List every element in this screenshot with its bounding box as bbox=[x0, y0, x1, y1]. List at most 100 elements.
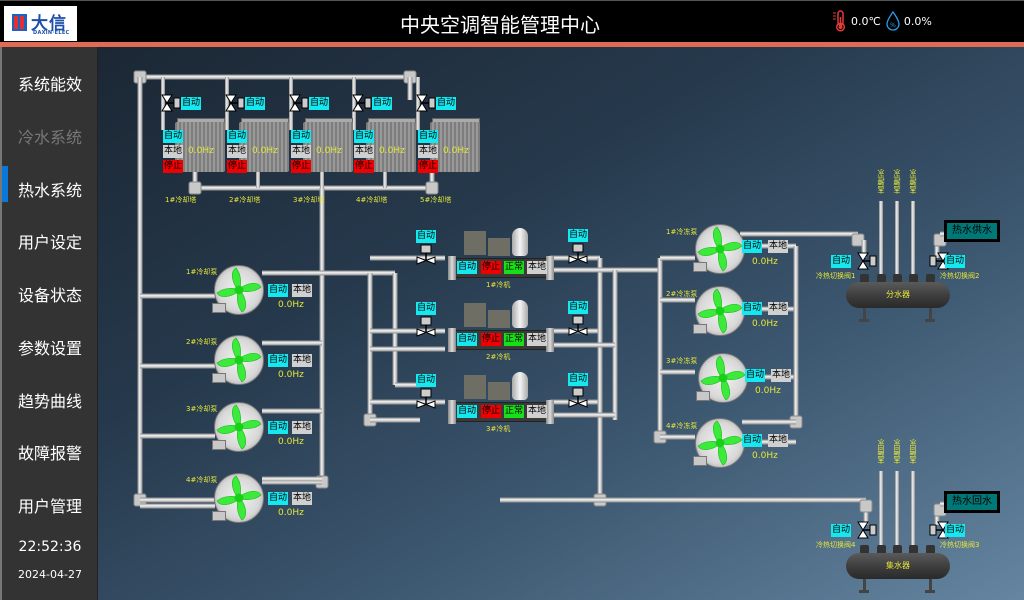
cooling-pump-mode-badge[interactable]: 自动 bbox=[268, 492, 289, 505]
cooling-pump-mode-badge[interactable]: 自动 bbox=[268, 284, 289, 297]
chiller-inlet-valve[interactable] bbox=[415, 243, 437, 265]
sidebar-item-chilled-water[interactable]: 冷水系统 bbox=[17, 128, 82, 147]
chiller-state-badge[interactable]: 停止 bbox=[481, 405, 502, 418]
tower-control-badge[interactable]: 本地 bbox=[163, 145, 184, 158]
tower-valve-mode-badge[interactable]: 自动 bbox=[436, 97, 457, 110]
chilled-pump-mode-badge[interactable]: 自动 bbox=[742, 240, 763, 253]
fan-icon bbox=[700, 355, 746, 401]
cooling-pump[interactable] bbox=[212, 335, 268, 387]
cooling-pump-mode-badge[interactable]: 自动 bbox=[268, 354, 289, 367]
tower-state-badge[interactable]: 停止 bbox=[291, 160, 312, 173]
tower-valve-mode-badge[interactable]: 自动 bbox=[181, 97, 202, 110]
tower-control-badge[interactable]: 本地 bbox=[291, 145, 312, 158]
chilled-pump-mode-badge[interactable]: 自动 bbox=[742, 302, 763, 315]
tower-mode-badge[interactable]: 自动 bbox=[291, 130, 312, 143]
chiller-control-badge[interactable]: 本地 bbox=[527, 261, 548, 274]
chiller-outlet-valve-mode[interactable]: 自动 bbox=[568, 373, 589, 386]
tower-control-badge[interactable]: 本地 bbox=[418, 145, 439, 158]
return-switch-valve-1[interactable] bbox=[856, 520, 878, 542]
chiller-mode-badge[interactable]: 自动 bbox=[457, 333, 478, 346]
cooling-pump-control-badge[interactable]: 本地 bbox=[292, 421, 313, 434]
tower-control-badge[interactable]: 本地 bbox=[354, 145, 375, 158]
chiller-health-badge[interactable]: 正常 bbox=[504, 261, 525, 274]
chiller-outlet-valve[interactable] bbox=[567, 386, 589, 408]
chilled-pump-mode-badge[interactable]: 自动 bbox=[745, 369, 766, 382]
tower-mode-badge[interactable]: 自动 bbox=[163, 130, 184, 143]
chilled-pump-control-badge[interactable]: 本地 bbox=[768, 434, 789, 447]
chiller-inlet-valve[interactable] bbox=[415, 315, 437, 337]
sidebar-item-fault-alarms[interactable]: 故障报警 bbox=[17, 444, 82, 463]
chiller-mode-badge[interactable]: 自动 bbox=[457, 261, 478, 274]
return-hot-water-box[interactable]: 热水回水 bbox=[944, 491, 1000, 513]
tower-valve-mode-badge[interactable]: 自动 bbox=[372, 97, 393, 110]
cooling-pump-control-badge[interactable]: 本地 bbox=[292, 492, 313, 505]
cooling-pump[interactable] bbox=[212, 402, 268, 454]
tower-valve[interactable] bbox=[351, 93, 373, 115]
chiller-inlet-valve-mode[interactable]: 自动 bbox=[416, 302, 437, 315]
chilled-pump[interactable] bbox=[693, 418, 749, 470]
chiller-control-badge[interactable]: 本地 bbox=[527, 405, 548, 418]
chiller-state-badge[interactable]: 停止 bbox=[481, 261, 502, 274]
supply-switch-valve-2-mode[interactable]: 自动 bbox=[945, 255, 966, 268]
sidebar-item-user-management[interactable]: 用户管理 bbox=[17, 497, 82, 516]
tower-control-badge[interactable]: 本地 bbox=[227, 145, 248, 158]
sidebar-item-hot-water[interactable]: 热水系统 bbox=[17, 181, 82, 200]
svg-text:%: % bbox=[890, 22, 896, 29]
tower-mode-badge[interactable]: 自动 bbox=[227, 130, 248, 143]
chiller-outlet-valve-mode[interactable]: 自动 bbox=[568, 301, 589, 314]
return-switch-valve-2-mode[interactable]: 自动 bbox=[945, 524, 966, 537]
tower-valve[interactable] bbox=[415, 93, 437, 115]
sidebar-item-parameters[interactable]: 参数设置 bbox=[17, 339, 82, 358]
pump-inlet bbox=[212, 303, 226, 313]
supply-branch-label: 末端供水 bbox=[893, 170, 901, 194]
cooling-pump-mode-badge[interactable]: 自动 bbox=[268, 421, 289, 434]
pipe-vertical bbox=[895, 201, 899, 285]
chiller-outlet-valve[interactable] bbox=[567, 314, 589, 336]
tower-mode-badge[interactable]: 自动 bbox=[354, 130, 375, 143]
sidebar-item-trend-curves[interactable]: 趋势曲线 bbox=[17, 392, 82, 411]
tower-valve-mode-badge[interactable]: 自动 bbox=[309, 97, 330, 110]
tower-mode-badge[interactable]: 自动 bbox=[418, 130, 439, 143]
logo-mark-icon bbox=[12, 14, 27, 31]
cooling-pump-control-badge[interactable]: 本地 bbox=[292, 354, 313, 367]
chilled-pump-control-badge[interactable]: 本地 bbox=[768, 302, 789, 315]
cooling-pump[interactable] bbox=[212, 265, 268, 317]
chiller-outlet-valve-mode[interactable]: 自动 bbox=[568, 229, 589, 242]
tower-state-badge[interactable]: 停止 bbox=[163, 160, 184, 173]
chilled-pump[interactable] bbox=[693, 224, 749, 276]
pipe-horizontal bbox=[262, 476, 322, 482]
tower-state-badge[interactable]: 停止 bbox=[418, 160, 439, 173]
chilled-pump[interactable] bbox=[693, 286, 749, 338]
pipe-vertical bbox=[407, 77, 413, 100]
chiller-inlet-valve[interactable] bbox=[415, 387, 437, 409]
chiller-mode-badge[interactable]: 自动 bbox=[457, 405, 478, 418]
supply-switch-valve-1[interactable] bbox=[856, 251, 878, 273]
supply-switch-valve-1-mode[interactable]: 自动 bbox=[831, 255, 852, 268]
chilled-pump-name: 3#冷冻泵 bbox=[666, 357, 698, 365]
cooling-pump[interactable] bbox=[212, 473, 268, 525]
chiller-health-badge[interactable]: 正常 bbox=[504, 333, 525, 346]
chiller-inlet-valve-mode[interactable]: 自动 bbox=[416, 374, 437, 387]
tower-valve[interactable] bbox=[224, 93, 246, 115]
return-switch-valve-1-mode[interactable]: 自动 bbox=[831, 524, 852, 537]
chiller-health-badge[interactable]: 正常 bbox=[504, 405, 525, 418]
tower-state-badge[interactable]: 停止 bbox=[227, 160, 248, 173]
chiller-control-badge[interactable]: 本地 bbox=[527, 333, 548, 346]
tower-name: 1#冷却塔 bbox=[165, 196, 197, 204]
supply-hot-water-box[interactable]: 热水供水 bbox=[944, 220, 1000, 242]
cooling-pump-control-badge[interactable]: 本地 bbox=[292, 284, 313, 297]
chilled-pump-control-badge[interactable]: 本地 bbox=[768, 240, 789, 253]
tower-valve[interactable] bbox=[288, 93, 310, 115]
chilled-pump-mode-badge[interactable]: 自动 bbox=[742, 434, 763, 447]
chiller-state-badge[interactable]: 停止 bbox=[481, 333, 502, 346]
chiller-inlet-valve-mode[interactable]: 自动 bbox=[416, 230, 437, 243]
tower-valve-mode-badge[interactable]: 自动 bbox=[245, 97, 266, 110]
tower-valve[interactable] bbox=[160, 93, 182, 115]
sidebar-item-device-status[interactable]: 设备状态 bbox=[17, 286, 82, 305]
chilled-pump[interactable] bbox=[696, 353, 752, 405]
tower-state-badge[interactable]: 停止 bbox=[354, 160, 375, 173]
sidebar-item-system-efficiency[interactable]: 系统能效 bbox=[17, 75, 82, 94]
chilled-pump-control-badge[interactable]: 本地 bbox=[771, 369, 792, 382]
chiller-outlet-valve[interactable] bbox=[567, 242, 589, 264]
sidebar-item-user-settings[interactable]: 用户设定 bbox=[17, 233, 82, 252]
